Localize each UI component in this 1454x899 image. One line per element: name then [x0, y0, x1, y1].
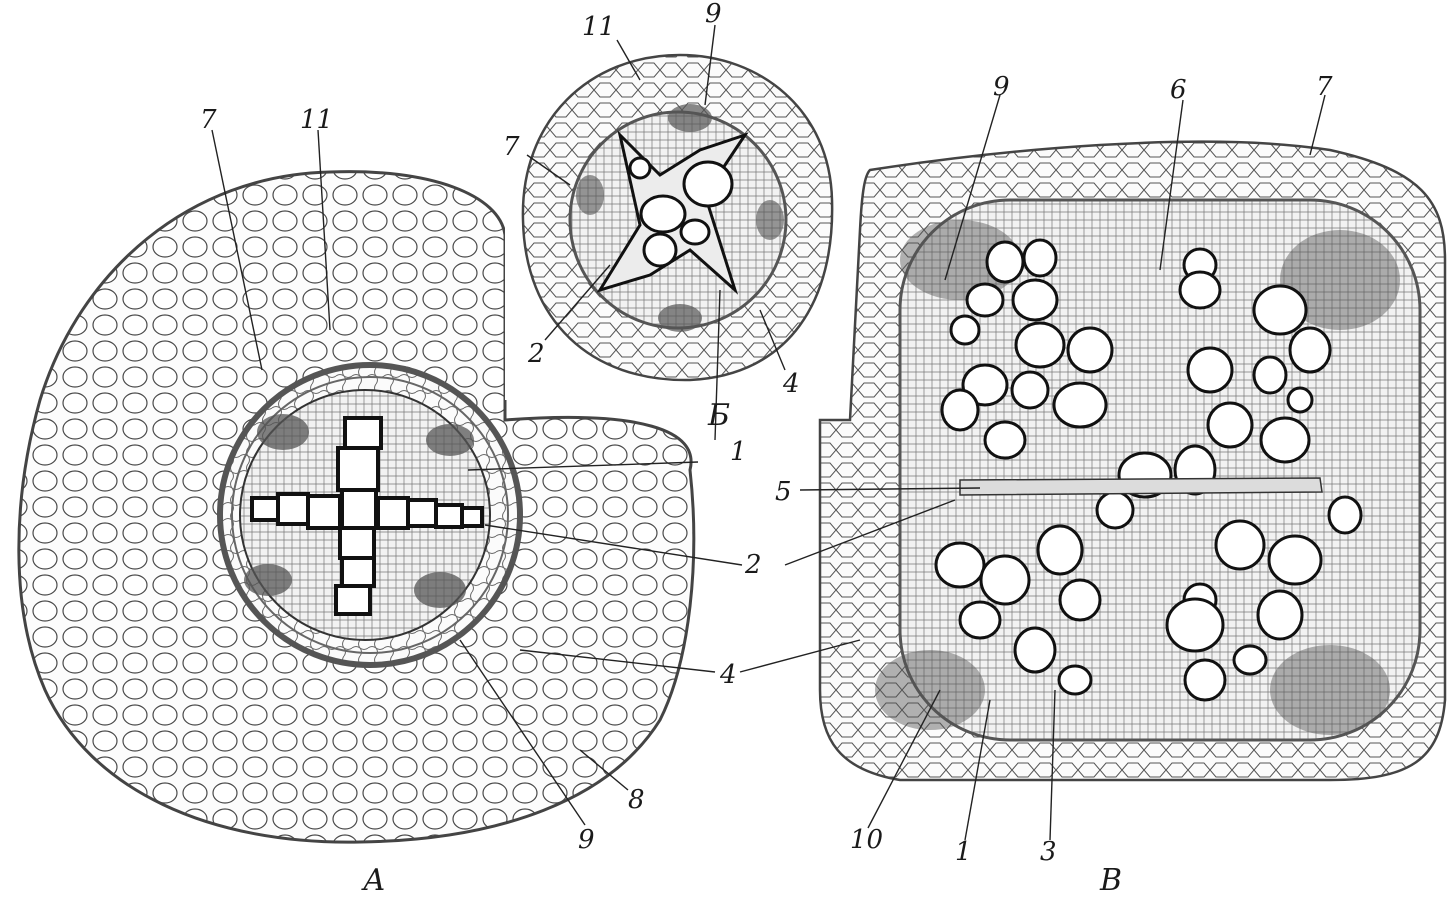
label-a-7: 7	[200, 105, 217, 135]
panel-letter-c: В	[1099, 863, 1122, 898]
label-b-2: 2	[527, 339, 545, 369]
label-b-4: 4	[782, 369, 800, 399]
panel-b-root-section	[505, 0, 850, 400]
label-a-2: 2	[744, 550, 762, 580]
panel-letter-a: А	[361, 863, 386, 898]
label-b-9: 9	[705, 0, 722, 29]
label-b-7: 7	[503, 132, 520, 162]
label-a-11: 11	[300, 105, 333, 135]
label-a-8: 8	[628, 785, 645, 815]
label-c-1: 1	[955, 837, 972, 867]
label-c-5: 5	[775, 477, 792, 507]
panel-c-root-section	[820, 142, 1445, 780]
label-c-10: 10	[850, 825, 883, 855]
label-c-6: 6	[1170, 75, 1187, 105]
label-b-11: 11	[582, 12, 615, 42]
label-c-9: 9	[993, 72, 1010, 102]
label-a-1: 1	[730, 437, 747, 467]
label-c-7: 7	[1316, 72, 1333, 102]
panel-letter-b: Б	[707, 398, 730, 433]
label-a-9: 9	[578, 825, 595, 855]
label-a-4: 4	[719, 660, 737, 690]
label-c-3: 3	[1040, 837, 1057, 867]
